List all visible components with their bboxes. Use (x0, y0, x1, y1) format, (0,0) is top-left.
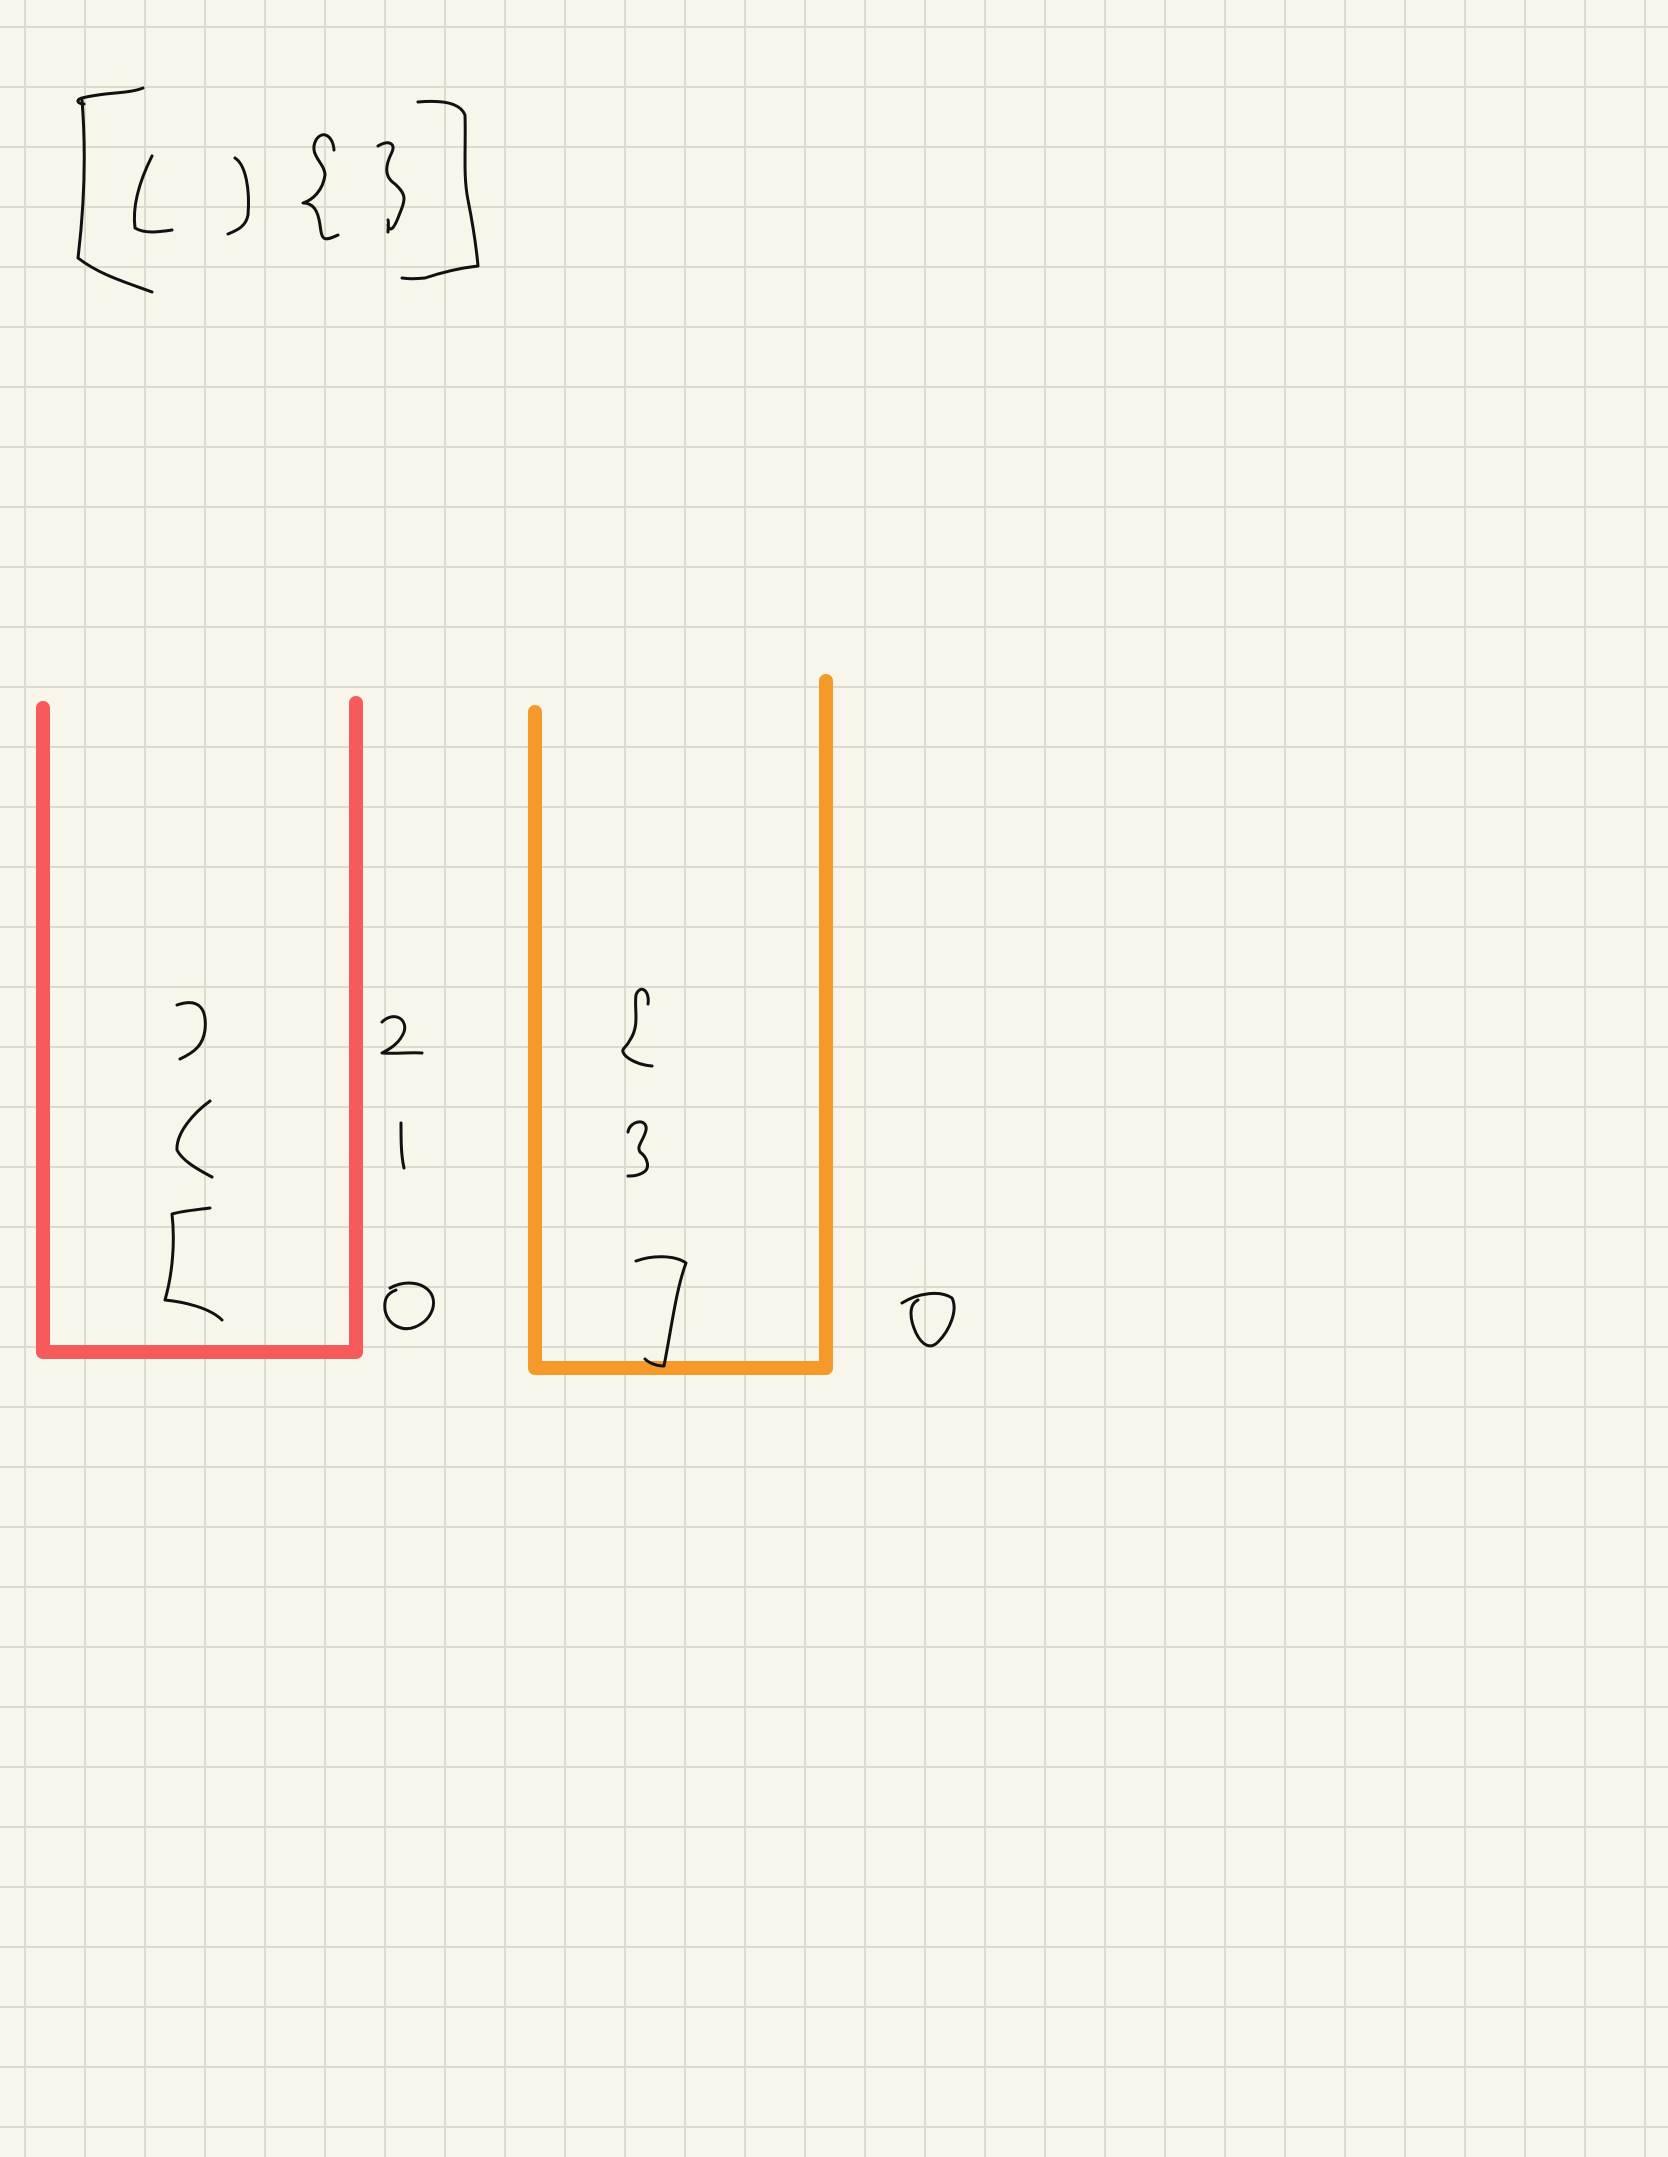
stack-red-index-0 (383, 1281, 435, 1331)
expr-open-brace (301, 133, 340, 241)
expr-close-paren (226, 156, 250, 236)
expr-close-brace (376, 141, 406, 234)
stack-red-index-1 (399, 1121, 406, 1170)
stack-red-item-close-paren (175, 1001, 207, 1061)
stack-red (36, 696, 435, 1359)
stack-orange-item-close-brace (626, 1120, 649, 1178)
stack-red-item-open-paren (175, 1099, 214, 1179)
stack-orange-outline (528, 674, 833, 1375)
stack-orange-index-0 (900, 1291, 956, 1348)
stack-orange-item-open-brace (621, 987, 654, 1068)
stack-red-outline (36, 696, 363, 1359)
stack-red-item-open-square (163, 1206, 224, 1322)
expr-close-square-bracket (400, 99, 480, 281)
input-expression (76, 86, 480, 294)
stack-orange-item-close-square (634, 1255, 688, 1368)
stack-orange (528, 674, 956, 1375)
expr-open-square-bracket (76, 86, 154, 294)
expr-open-paren (132, 154, 174, 234)
stack-red-index-2 (380, 1015, 424, 1055)
